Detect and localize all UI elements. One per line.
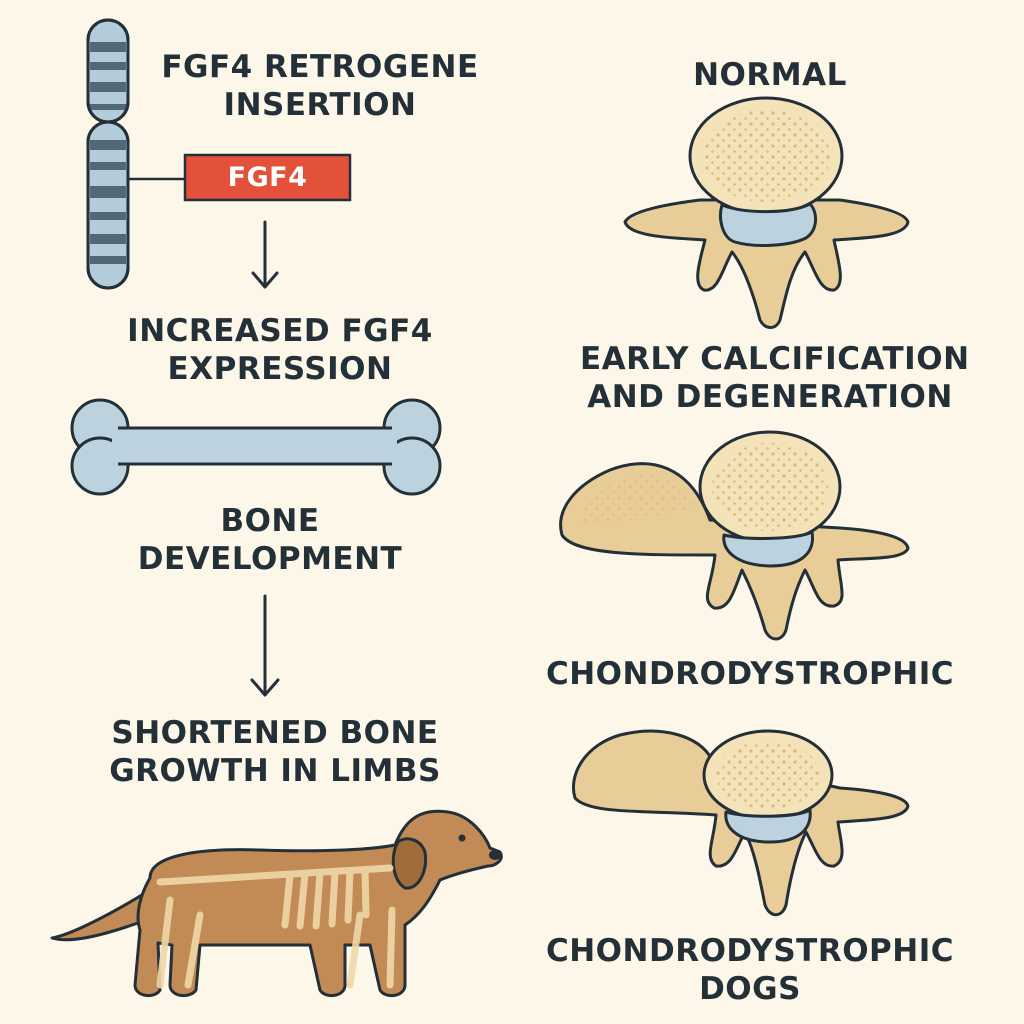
- vertebra-degeneration-label: EARLY CALCIFICATION AND DEGENERATION: [580, 340, 970, 416]
- step-expression-line2: EXPRESSION: [167, 351, 393, 387]
- step-expression-label: INCREASED FGF4 EXPRESSION: [100, 312, 460, 388]
- step-bone-development-line1: BONE: [220, 503, 320, 539]
- vertebra-chondro-label: CHONDRODYSTROPHIC: [545, 656, 955, 692]
- fgf4-gene-label: FGF4: [227, 162, 308, 193]
- vertebra-chondro-dogs-line2: DOGS: [699, 971, 801, 1007]
- step-shortened-growth-line1: SHORTENED BONE: [111, 715, 439, 751]
- step-expression-line1: INCREASED FGF4: [127, 313, 433, 349]
- fgf4-gene-box: [183, 153, 352, 202]
- step-shortened-growth-label: SHORTENED BONE GROWTH IN LIMBS: [90, 714, 460, 790]
- vertebra-degeneration-line2: AND DEGENERATION: [587, 379, 953, 415]
- step-insertion-line2: INSERTION: [223, 87, 417, 123]
- vertebra-icon: [559, 430, 910, 641]
- step-insertion-line1: FGF4 RETROGENE: [161, 49, 479, 85]
- step-bone-development-label: BONE DEVELOPMENT: [100, 502, 440, 578]
- vertebra-icon: [623, 96, 910, 329]
- step-shortened-growth-line2: GROWTH IN LIMBS: [109, 753, 441, 789]
- dog-icon: [50, 809, 503, 998]
- arrow-down-icon: [251, 220, 279, 289]
- vertebra-degeneration-line1: EARLY CALCIFICATION: [580, 341, 970, 377]
- chromosome-icon: [86, 18, 186, 290]
- step-insertion-label: FGF4 RETROGENE INSERTION: [150, 48, 490, 124]
- vertebra-chondro-dogs-line1: CHONDRODYSTROPHIC: [545, 933, 955, 969]
- arrow-down-icon: [250, 594, 280, 697]
- step-bone-development-line2: DEVELOPMENT: [137, 541, 403, 577]
- vertebra-chondro-dogs-label: CHONDRODYSTROPHIC DOGS: [530, 932, 970, 1008]
- vertebra-normal-label: NORMAL: [693, 57, 847, 93]
- vertebra-icon: [572, 729, 910, 917]
- bone-icon: [70, 398, 442, 496]
